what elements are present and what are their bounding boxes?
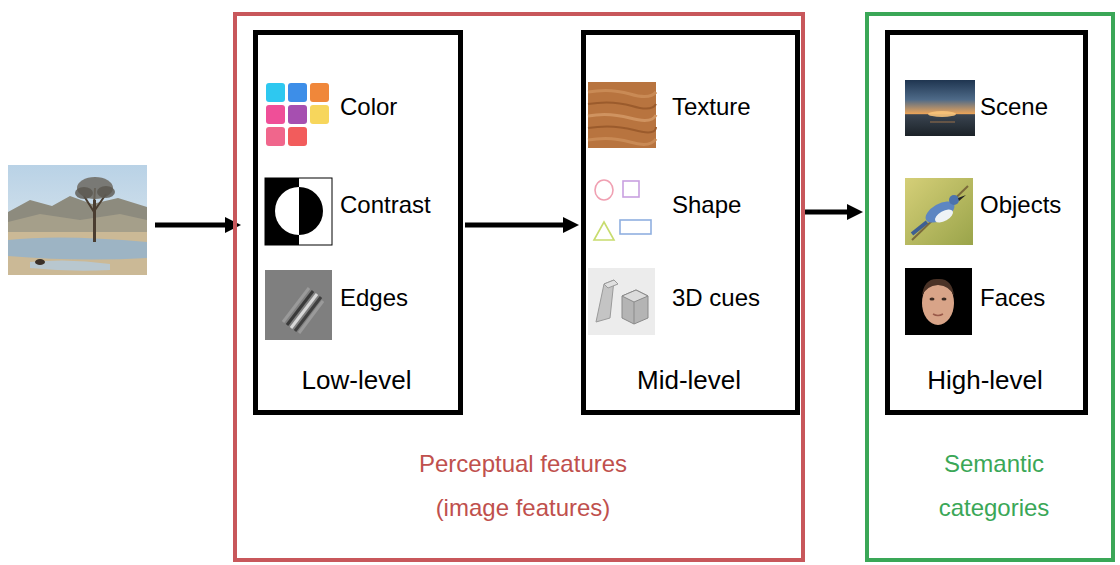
- scene-icon: [905, 80, 975, 136]
- feature-label: Color: [340, 92, 397, 122]
- shape-icon: [594, 180, 651, 240]
- 3d-cues-icon: [588, 268, 655, 335]
- faces-icon: [905, 268, 972, 335]
- flow-arrow: [802, 210, 853, 215]
- low-level-box: ColorContrastEdgesLow-level: [253, 30, 463, 415]
- texture-icon: [588, 82, 656, 148]
- edges-icon: [265, 270, 332, 340]
- feature-label: Contrast: [340, 190, 431, 220]
- feature-label: Texture: [672, 92, 751, 122]
- level-title: High-level: [890, 365, 1080, 395]
- group-caption: Perceptual features (image features): [393, 442, 653, 530]
- high-level-box: SceneObjectsFacesHigh-level: [885, 30, 1088, 415]
- input-arrow: [155, 223, 231, 228]
- contrast-icon: [265, 178, 332, 245]
- feature-label: Shape: [672, 190, 741, 220]
- objects-icon: [905, 178, 973, 245]
- feature-label: Objects: [980, 190, 1061, 220]
- feature-label: Scene: [980, 92, 1048, 122]
- color-icon: [266, 83, 329, 146]
- flow-arrow: [465, 223, 569, 228]
- feature-label: 3D cues: [672, 283, 760, 313]
- feature-label: Faces: [980, 283, 1045, 313]
- perceptual-group: ColorContrastEdgesLow-level TextureShape 3…: [233, 12, 805, 562]
- input-photo: [8, 165, 147, 275]
- level-title: Low-level: [258, 365, 455, 395]
- group-caption: Semantic categories: [894, 442, 1094, 530]
- mid-level-box: TextureShape 3D cuesMid-level: [581, 30, 800, 415]
- feature-label: Edges: [340, 283, 408, 313]
- level-title: Mid-level: [586, 365, 792, 395]
- semantic-group: SceneObjectsFacesHigh-levelSemantic cate…: [865, 12, 1115, 562]
